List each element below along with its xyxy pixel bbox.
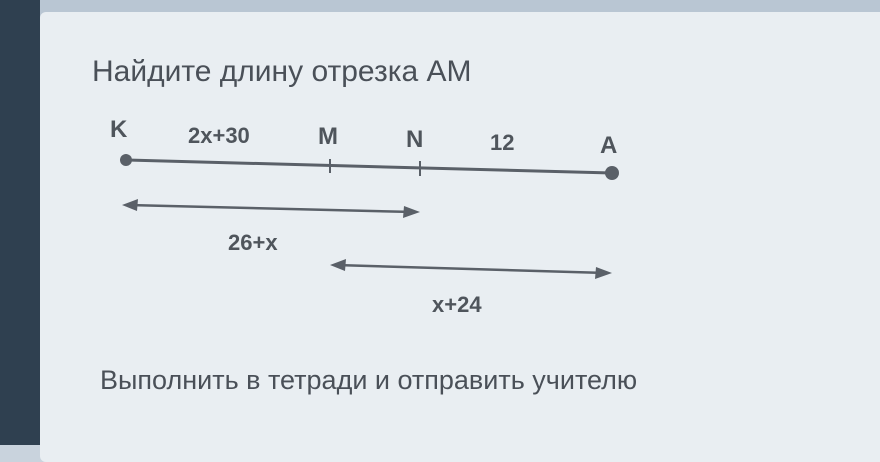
label-na: 12 [490,130,514,155]
label-point-k: K [110,116,128,143]
arrowhead-right-icon [403,206,420,218]
arrowhead-left-icon [330,259,346,271]
point-k-dot [120,154,132,166]
task-instruction: Выполнить в тетради и отправить учителю [100,365,638,395]
task-card [40,12,880,462]
double-arrow-ma [330,259,612,279]
label-point-n: N [406,126,423,153]
arrowhead-right-icon [595,267,612,279]
label-kn: 26+x [228,230,278,255]
label-point-a: A [600,132,617,159]
label-ma: x+24 [432,292,482,317]
label-km: 2x+30 [188,123,250,148]
arrowhead-left-icon [122,199,138,211]
segment-diagram: K M N A 2x+30 12 26+x x+24 [110,116,619,317]
left-sidebar [0,0,40,445]
task-title: Найдите длину отрезка АМ [92,55,472,88]
segment-line-ka [125,158,613,175]
label-point-m: M [318,123,338,150]
point-a-dot [605,166,619,180]
double-arrow-kn [122,199,420,218]
